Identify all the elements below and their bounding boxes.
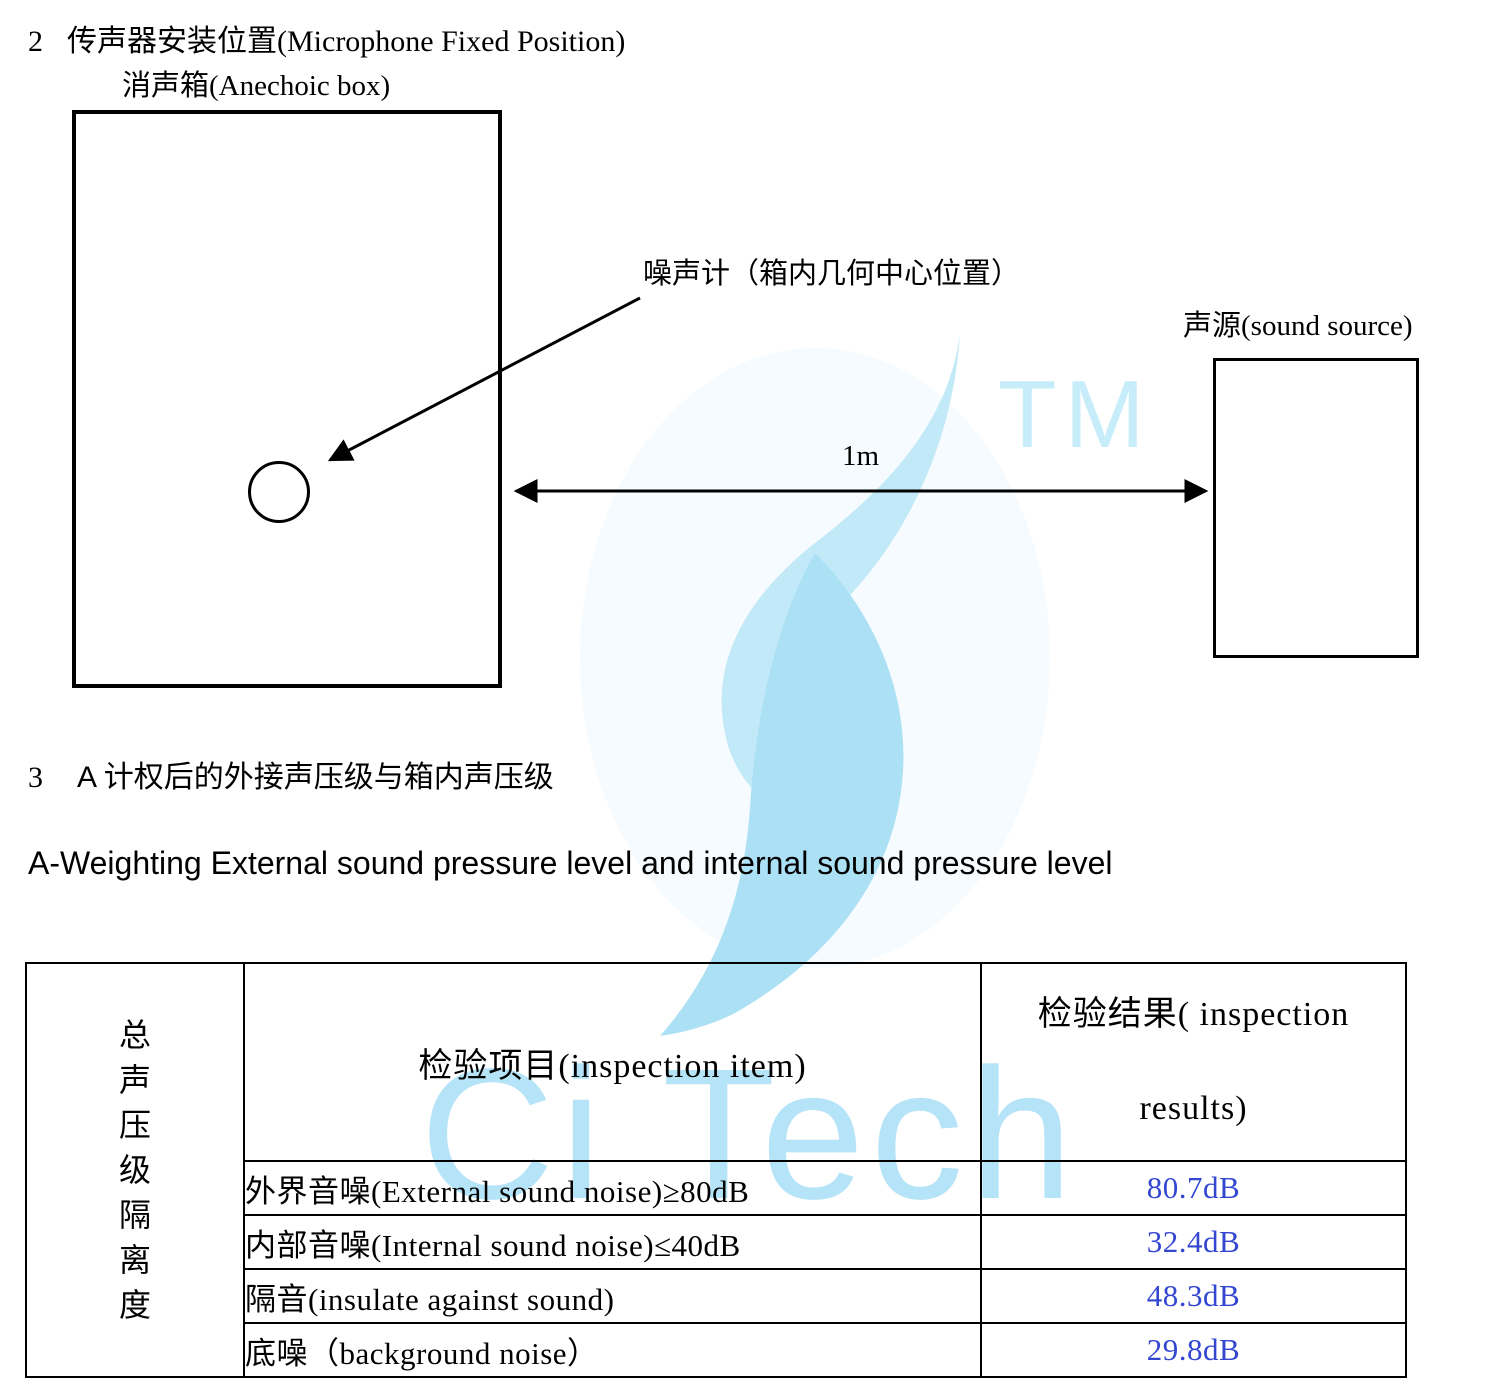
table-header-row: 总声压级隔离度 检验项目(inspection item) 检验结果( insp… <box>25 962 1407 1378</box>
result-header-line1: 检验结果( inspection <box>1037 996 1350 1033</box>
result-external-noise: 80.7dB <box>980 1160 1407 1216</box>
section3-title: A 计权后的外接声压级与箱内声压级 <box>77 761 554 794</box>
microphone-position-circle <box>248 461 310 523</box>
row-header-cell: 总声压级隔离度 <box>25 962 245 1378</box>
section2-number: 2 <box>28 25 43 58</box>
anechoic-box-label: 消声箱(Anechoic box) <box>122 70 391 102</box>
watermark-flame-logo <box>580 333 1050 1036</box>
item-internal-noise: 内部音噪(Internal sound noise)≤40dB <box>243 1214 982 1270</box>
table-row: 隔音(insulate against sound) 48.3dB <box>26 1268 1407 1324</box>
noise-meter-label: 噪声计（箱内几何中心位置） <box>643 258 1021 290</box>
table-row: 底噪（background noise） 29.8dB <box>26 1322 1407 1378</box>
section2-heading: 2 传声器安装位置(Microphone Fixed Position) <box>28 16 625 60</box>
table-row: 内部音噪(Internal sound noise)≤40dB 32.4dB <box>26 1214 1407 1270</box>
result-header-line2: results) <box>1139 1090 1248 1127</box>
sound-source-label: 声源(sound source) <box>1183 310 1413 342</box>
result-internal-noise: 32.4dB <box>980 1214 1407 1270</box>
watermark-tm-text: TM <box>998 361 1153 468</box>
section3-heading: 3 A 计权后的外接声压级与箱内声压级 <box>28 752 554 796</box>
item-background-noise: 底噪（background noise） <box>243 1322 982 1378</box>
item-external-noise: 外界音噪(External sound noise)≥80dB <box>243 1160 982 1216</box>
result-background-noise: 29.8dB <box>980 1322 1407 1378</box>
sound-source-rect <box>1213 358 1419 658</box>
spl-table: 总声压级隔离度 检验项目(inspection item) 检验结果( insp… <box>25 962 1407 1378</box>
row-header-vertical-text: 总声压级隔离度 <box>118 1016 151 1323</box>
section3-number: 3 <box>28 761 43 794</box>
item-insulate-sound: 隔音(insulate against sound) <box>243 1268 982 1324</box>
anechoic-box-rect <box>72 110 502 688</box>
column-header-result: 检验结果( inspection results) <box>980 962 1407 1162</box>
section2-title: 传声器安装位置(Microphone Fixed Position) <box>67 25 626 58</box>
table-row: 外界音噪(External sound noise)≥80dB 80.7dB <box>26 1160 1407 1216</box>
subtitle-english: A-Weighting External sound pressure leve… <box>28 845 1113 881</box>
distance-label: 1m <box>842 440 880 472</box>
watermark-flame-lower <box>660 553 904 1036</box>
result-insulate-sound: 48.3dB <box>980 1268 1407 1324</box>
column-header-item: 检验项目(inspection item) <box>243 962 982 1162</box>
